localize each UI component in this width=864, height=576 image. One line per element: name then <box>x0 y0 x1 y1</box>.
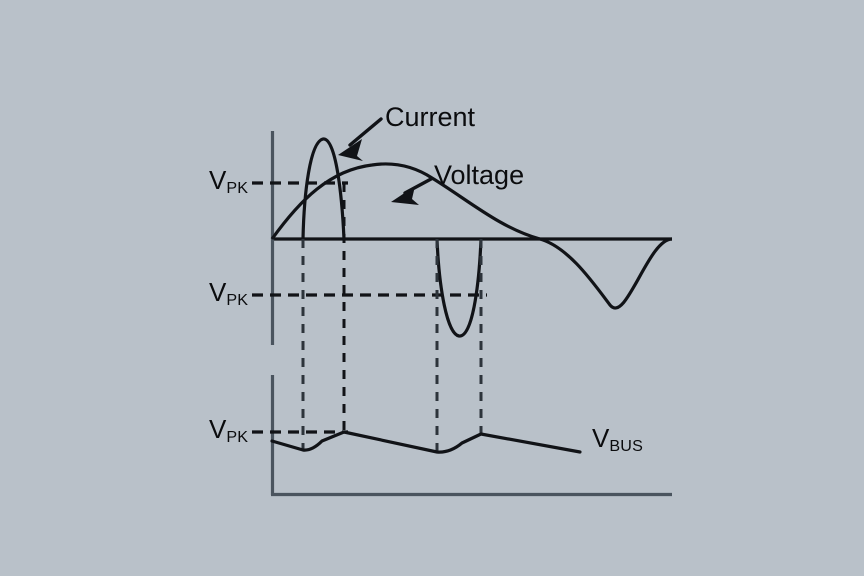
vpk-label-negative-sub: PK <box>226 290 249 309</box>
vpk-label-positive-base: V <box>209 165 227 195</box>
vpk-label-bus-sub: PK <box>226 427 249 446</box>
ac-panel <box>252 131 673 452</box>
current-waveform-negative-pulse <box>435 238 483 338</box>
callout-arrows <box>338 117 433 205</box>
vpk-label-positive-sub: PK <box>226 178 249 197</box>
voltage-callout-label: Voltage <box>434 160 525 190</box>
vpk-label-bus: VPK <box>209 414 248 445</box>
vbus-label-base: V <box>592 423 610 453</box>
vpk-label-negative: VPK <box>209 277 248 308</box>
current-callout-label: Current <box>385 102 476 132</box>
current-waveform-positive-pulse <box>301 137 346 240</box>
voltage-arrow-head <box>391 186 419 205</box>
vbus-label: VBUS <box>592 423 643 454</box>
current-arrow-shaft <box>348 117 383 147</box>
vpk-label-positive: VPK <box>209 165 248 196</box>
vpk-label-negative-base: V <box>209 277 227 307</box>
vbus-panel <box>252 375 672 497</box>
voltage-sine-waveform <box>270 162 673 310</box>
current-arrow-head <box>338 139 363 161</box>
vpk-label-bus-base: V <box>209 414 227 444</box>
vbus-ripple-waveform <box>270 430 582 454</box>
vbus-label-sub: BUS <box>609 436 644 455</box>
